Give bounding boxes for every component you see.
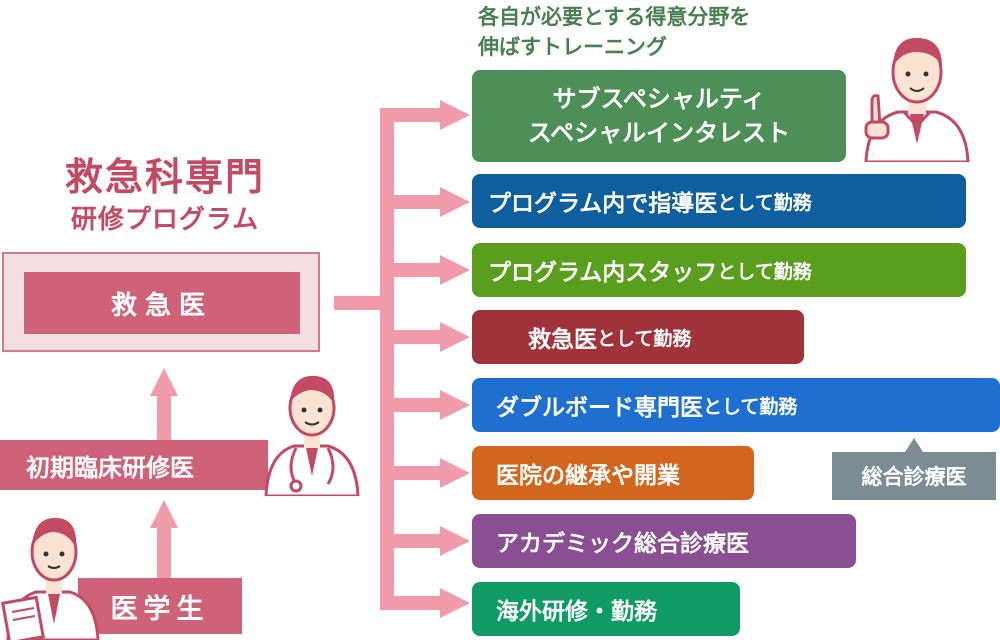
doctor-stethoscope-icon [264, 375, 360, 496]
destination-suffix: として勤務 [703, 395, 798, 418]
destination-suffix: として勤務 [717, 260, 812, 283]
program-title: 救急科専門 [64, 155, 265, 199]
destination-label: プログラム内スタッフ [488, 260, 718, 286]
program-subtitle: 研修プログラム [70, 205, 260, 235]
destination-label: 救急医 [528, 327, 597, 353]
destination-emergency-physician: 救急医として勤務 [472, 310, 804, 364]
destination-suffix: として勤務 [597, 327, 692, 350]
note-line-2: 伸ばすトレーニング [478, 35, 667, 59]
stage-resident: 初期臨床研修医 [0, 440, 268, 490]
note-line-1: 各自が必要とする得意分野を [478, 5, 751, 29]
destination-staff: プログラム内スタッフとして勤務 [472, 243, 966, 297]
doctor-clipboard-icon [1, 517, 100, 640]
destination-label: ダブルボード専門医 [496, 395, 703, 421]
destination-label: プログラム内で指導医 [488, 191, 718, 217]
destination-suffix: として勤務 [717, 191, 812, 214]
destination-clinic: 医院の継承や開業 [472, 446, 754, 500]
destination-instructor: プログラム内で指導医として勤務 [472, 174, 966, 228]
destination-overseas: 海外研修・勤務 [472, 582, 740, 636]
doctor-pointing-icon [864, 37, 970, 162]
stage-emergency-physician: 救急医 [24, 272, 300, 334]
destination-line-1: サブスペシャルティ [552, 85, 766, 113]
training-note: 各自が必要とする得意分野を 伸ばすトレーニング [478, 2, 750, 62]
destination-label: 海外研修・勤務 [496, 599, 657, 625]
destination-academic: アカデミック総合診療医 [472, 514, 856, 568]
general-practice-label: 総合診療医 [832, 452, 996, 500]
destination-label: アカデミック総合診療医 [496, 531, 749, 557]
destination-subspecialty: サブスペシャルティ スペシャルインタレスト [472, 70, 846, 162]
destination-double-board: ダブルボード専門医として勤務 [472, 378, 1000, 432]
destination-label: 医院の継承や開業 [496, 463, 680, 489]
callout-pointer [905, 438, 923, 452]
destination-line-2: スペシャルインタレスト [527, 119, 791, 147]
stage-student: 医学生 [78, 578, 242, 634]
